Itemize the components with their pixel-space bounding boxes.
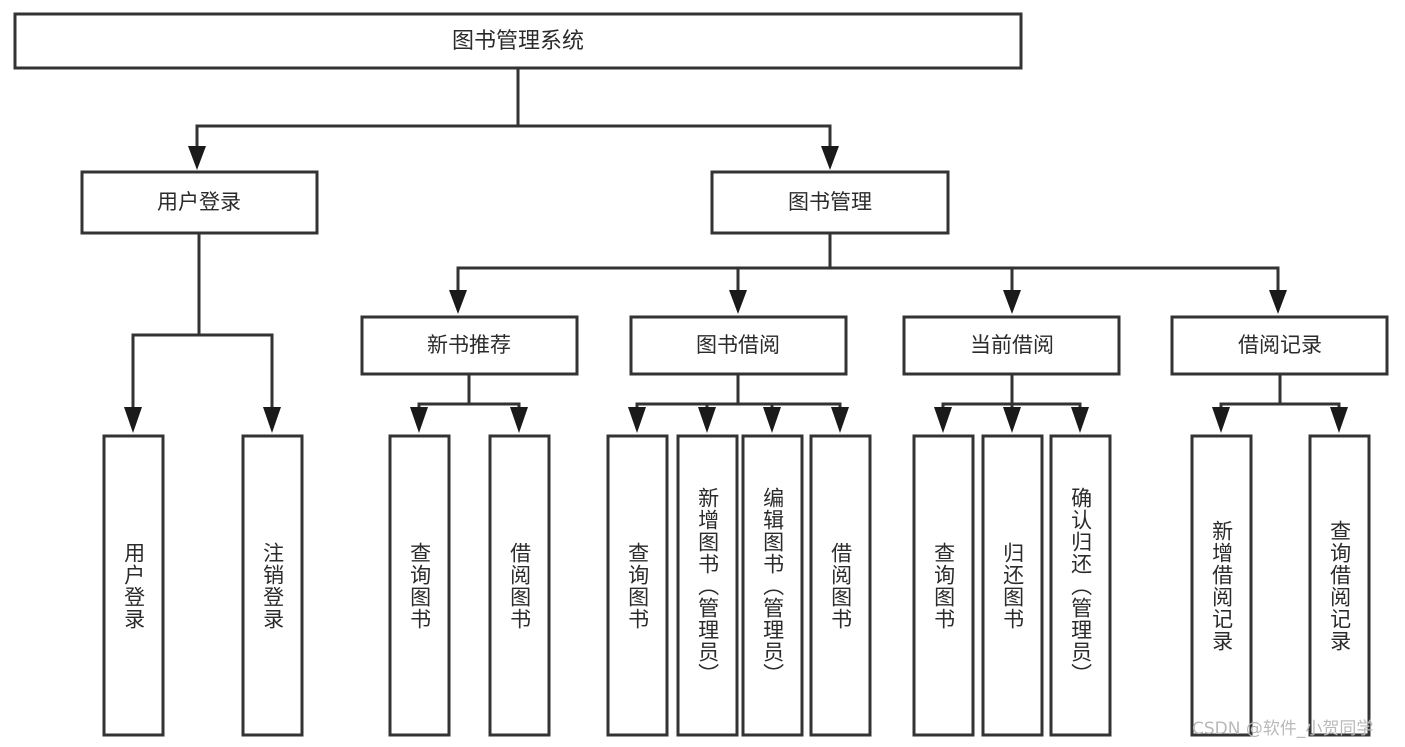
node-book-borrow-box[interactable] bbox=[629, 315, 848, 376]
connector-group-current-borrow bbox=[934, 372, 1089, 433]
leaf-box-book-borrow-2[interactable] bbox=[676, 434, 739, 737]
node-root-label: 图书管理系统 bbox=[452, 29, 584, 54]
leaf-box-borrow-record-2[interactable] bbox=[1308, 434, 1371, 737]
arrowhead-user-login bbox=[188, 146, 206, 170]
leaf-box-new-book-2[interactable] bbox=[488, 434, 551, 737]
node-book-borrow-label: 图书借阅 bbox=[696, 333, 780, 357]
arrowhead-leaf-book-borrow-2 bbox=[698, 407, 716, 433]
node-user-login-label: 用户登录 bbox=[157, 190, 241, 214]
arrowhead-leaf-user-login-2 bbox=[263, 407, 281, 433]
leaf-boxes-borrow-record bbox=[1190, 434, 1371, 737]
node-new-book-box[interactable] bbox=[360, 315, 579, 376]
arrowhead-leaf-book-borrow-3 bbox=[763, 407, 781, 433]
leaf-boxes-user-login bbox=[102, 434, 304, 737]
arrowhead-current-borrow bbox=[1003, 290, 1021, 314]
node-book-mgmt-box[interactable] bbox=[710, 170, 950, 235]
connector-group-new-book bbox=[410, 372, 528, 433]
arrowhead-group-level2 bbox=[188, 146, 839, 170]
leaf-box-user-login-1[interactable] bbox=[102, 434, 165, 737]
arrowhead-leaf-book-borrow-4 bbox=[831, 407, 849, 433]
node-new-book-label: 新书推荐 bbox=[427, 333, 511, 357]
leaf-box-borrow-record-1[interactable] bbox=[1190, 434, 1253, 737]
arrowhead-leaf-current-borrow-3 bbox=[1071, 407, 1089, 433]
node-borrow-record-label: 借阅记录 bbox=[1238, 333, 1322, 357]
leaf-box-book-borrow-3[interactable] bbox=[741, 434, 804, 737]
leaf-box-book-borrow-1[interactable] bbox=[606, 434, 669, 737]
csdn-watermark: CSDN @软件_小贺同学 bbox=[1192, 719, 1374, 739]
arrowhead-borrow-record bbox=[1269, 290, 1287, 314]
arrowhead-leaf-borrow-record-2 bbox=[1330, 407, 1348, 433]
arrowhead-new-book bbox=[449, 290, 467, 314]
arrowhead-leaf-current-borrow-2 bbox=[1003, 407, 1021, 433]
leaf-box-current-borrow-1[interactable] bbox=[912, 434, 975, 737]
leaf-box-current-borrow-3[interactable] bbox=[1049, 434, 1112, 737]
leaf-boxes-new-book bbox=[388, 434, 551, 737]
arrowhead-leaf-user-login-1 bbox=[124, 407, 142, 433]
node-current-borrow-label: 当前借阅 bbox=[970, 333, 1054, 357]
node-borrow-record-box[interactable] bbox=[1170, 315, 1389, 376]
node-current-borrow-box[interactable] bbox=[902, 315, 1121, 376]
arrowhead-leaf-new-book-1 bbox=[410, 407, 428, 433]
arrowhead-leaf-new-book-2 bbox=[510, 407, 528, 433]
arrowhead-book-borrow bbox=[729, 290, 747, 314]
leaf-box-user-login-2[interactable] bbox=[241, 434, 304, 737]
leaf-box-new-book-1[interactable] bbox=[388, 434, 451, 737]
leaf-boxes-current-borrow bbox=[912, 434, 1112, 737]
connector-group-root bbox=[195, 66, 832, 154]
connector-group-borrow-record bbox=[1212, 372, 1348, 433]
arrowhead-leaf-current-borrow-1 bbox=[934, 407, 952, 433]
node-book-mgmt-label: 图书管理 bbox=[788, 190, 872, 214]
node-root-box[interactable] bbox=[13, 12, 1023, 70]
arrowhead-leaf-book-borrow-1 bbox=[628, 407, 646, 433]
node-user-login-box[interactable] bbox=[80, 170, 319, 235]
connector-group-book-borrow bbox=[628, 372, 849, 433]
arrowhead-book-mgmt bbox=[821, 146, 839, 170]
connector-group-user-login bbox=[124, 231, 281, 433]
arrowhead-leaf-borrow-record-1 bbox=[1212, 407, 1230, 433]
leaf-box-book-borrow-4[interactable] bbox=[809, 434, 872, 737]
leaf-box-current-borrow-2[interactable] bbox=[981, 434, 1044, 737]
leaf-boxes-book-borrow bbox=[606, 434, 872, 737]
connector-group-book-mgmt bbox=[449, 231, 1287, 314]
